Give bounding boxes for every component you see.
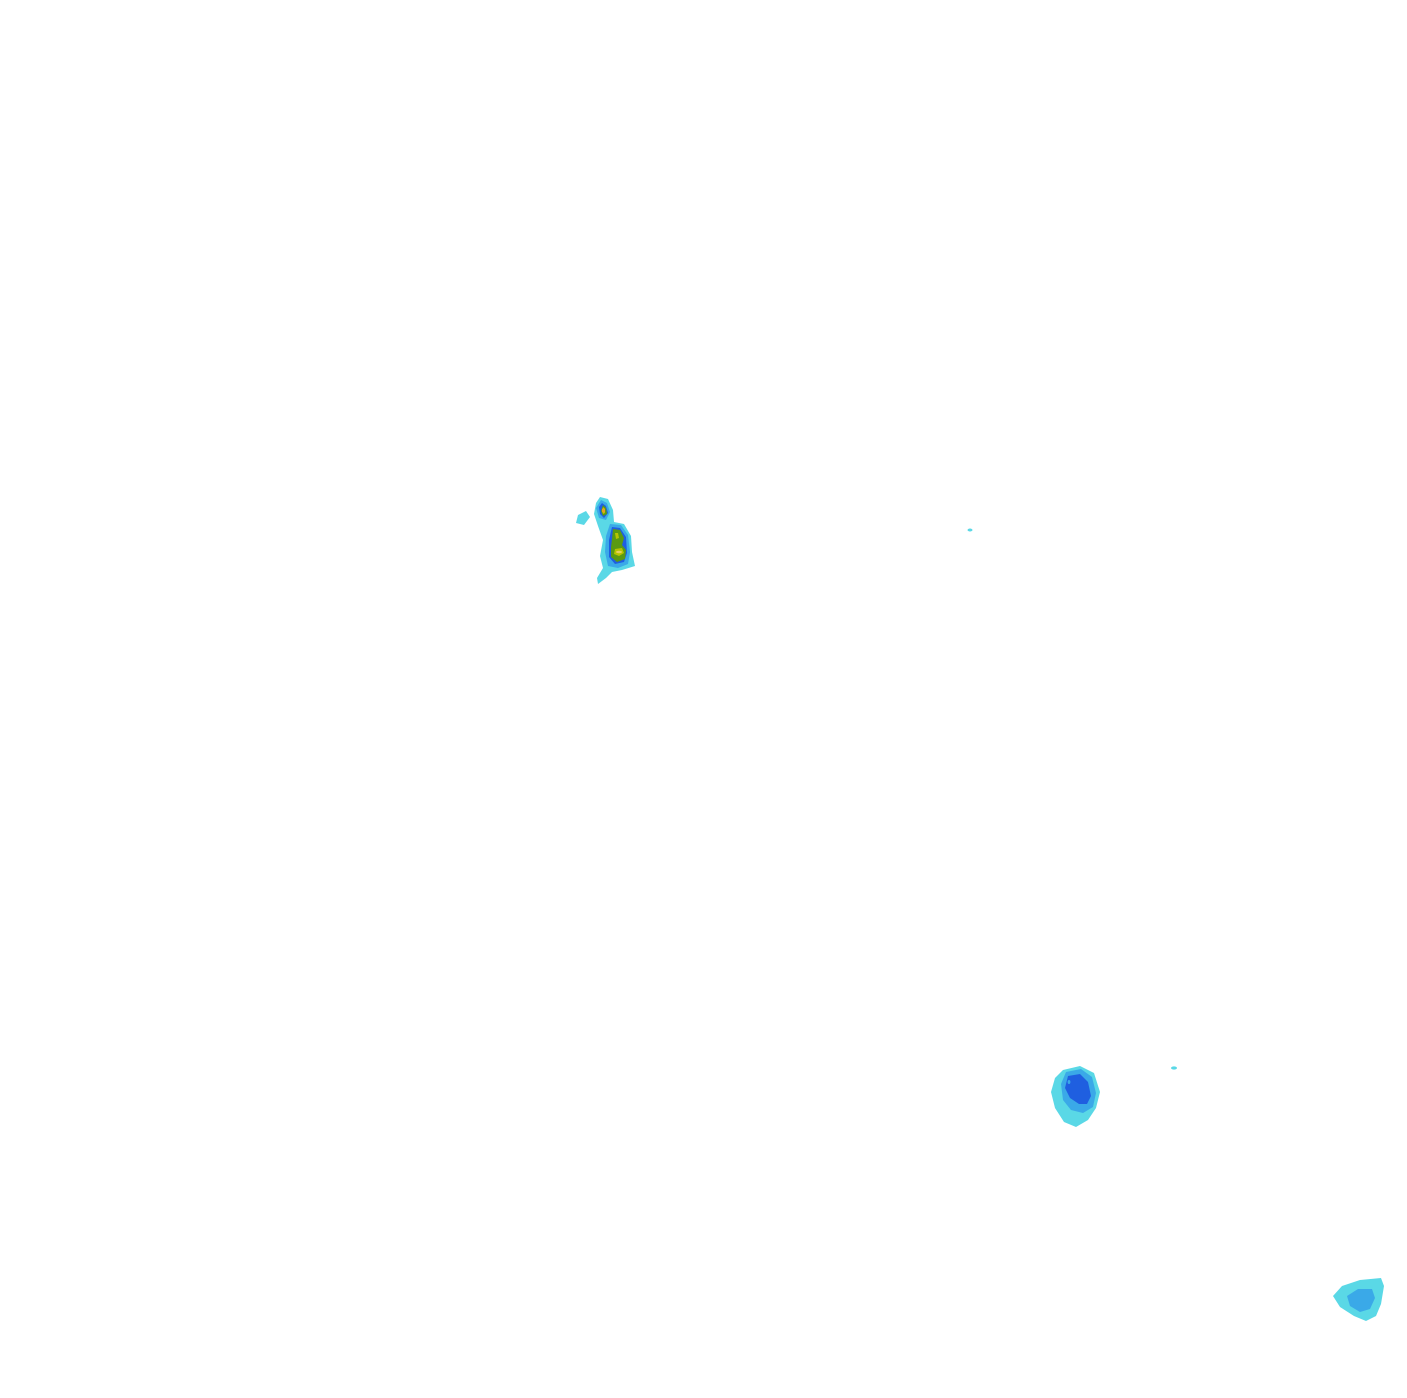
- contour-level-1: [576, 511, 590, 525]
- contour-level-3: [1065, 1074, 1091, 1104]
- contour-level-6: [601, 508, 606, 513]
- contour-level-5: [615, 533, 619, 539]
- storm-cell-southeast: [1051, 1066, 1100, 1127]
- speck-southeast: [1171, 1066, 1177, 1070]
- speck-central: [967, 528, 973, 532]
- storm-cell-west: [576, 497, 635, 584]
- contour-level-2: [1347, 1289, 1375, 1312]
- storm-cell-corner: [1333, 1278, 1384, 1321]
- contour-level-2: [1067, 1080, 1071, 1084]
- contour-level-6: [616, 550, 622, 554]
